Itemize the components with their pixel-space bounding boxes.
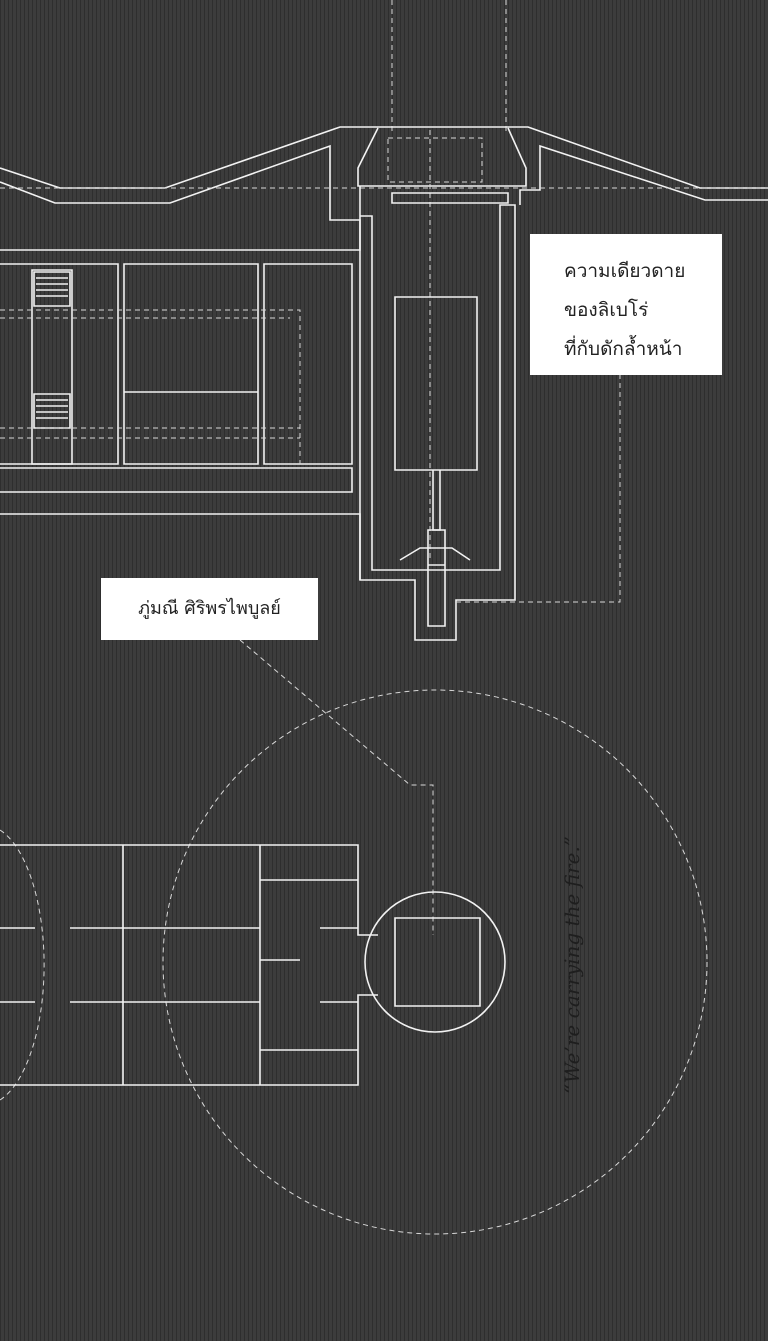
quote-text: “We’re carrying the fire.” bbox=[560, 835, 584, 1095]
title-line: ของลิเบโร่ bbox=[564, 299, 649, 321]
title-label: ความเดียวดาย ของลิเบโร่ ที่กับดักล้ำหน้า bbox=[530, 234, 722, 375]
author-label: ภู่มณี ศิริพรไพบูลย์ bbox=[101, 578, 318, 640]
title-line: ความเดียวดาย bbox=[564, 260, 686, 282]
title-line: ที่กับดักล้ำหน้า bbox=[564, 338, 683, 360]
